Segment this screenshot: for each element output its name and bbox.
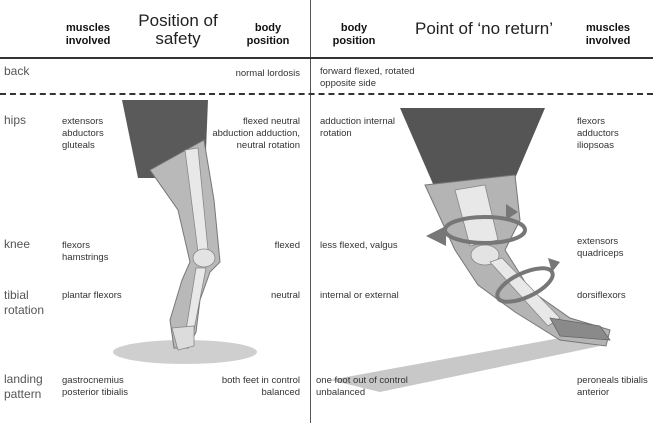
safe-muscles-knee: flexors hamstrings — [62, 240, 109, 263]
safe-muscles-hips: extensors abductors gluteals — [62, 116, 104, 151]
risk-foot — [549, 317, 611, 341]
left-title: Position of safety — [138, 11, 218, 48]
risk-body-hips: adduction internal rotation — [320, 116, 395, 139]
safe-muscles-landing: gastrocnemius posterior tibialis — [62, 375, 128, 398]
row-label-knee: knee — [4, 237, 31, 251]
risk-muscles-tibial: dorsiflexors — [577, 290, 626, 301]
right-body-header: body position — [332, 22, 376, 47]
risk-leg-shadow — [330, 338, 600, 392]
safe-foot — [171, 325, 195, 351]
knee-arrow-right-head — [506, 204, 518, 220]
row-label-hips: hips — [4, 113, 27, 127]
risk-muscles-knee: extensors quadriceps — [577, 236, 624, 259]
safe-body-knee: flexed — [274, 240, 300, 251]
tibia-rotation-arrow — [495, 266, 555, 304]
safe-leg-shadow — [113, 340, 257, 364]
safe-body-hips: flexed neutral abduction adduction, neut… — [212, 116, 300, 151]
risk-tibia — [489, 257, 561, 327]
header-divider — [0, 57, 653, 59]
row-label-tibial-rotation: tibial rotation — [4, 288, 45, 317]
right-title: Point of ‘no return’ — [415, 19, 553, 38]
safe-knee-joint — [192, 248, 216, 268]
row-label-landing-pattern: landing pattern — [4, 372, 43, 401]
risk-muscles-landing: peroneals tibialis anterior — [577, 375, 648, 398]
risk-body-knee: less flexed, valgus — [320, 240, 398, 251]
risk-leg — [424, 174, 611, 347]
knee-arrow-left-head — [426, 226, 446, 246]
safe-leg — [149, 139, 221, 349]
safe-body-back: normal lordosis — [235, 68, 300, 79]
left-body-header: body position — [246, 22, 290, 47]
safe-body-landing: both feet in control balanced — [221, 375, 300, 398]
left-muscles-header: muscles involved — [65, 22, 111, 47]
risk-body-landing: one foot out of control unbalanced — [316, 375, 408, 398]
safe-body-tibial: neutral — [270, 290, 300, 301]
row-label-back: back — [4, 64, 30, 78]
risk-body-back: forward flexed, rotated opposite side — [320, 66, 415, 89]
safe-muscles-tibial: plantar flexors — [62, 290, 122, 301]
tibia-arrow-head — [548, 258, 560, 272]
risk-body-tibial: internal or external — [320, 290, 399, 301]
back-row-divider — [0, 93, 653, 95]
center-divider — [310, 0, 311, 423]
risk-muscles-hips: flexors adductors iliopsoas — [577, 116, 619, 151]
right-muscles-header: muscles involved — [585, 22, 631, 47]
